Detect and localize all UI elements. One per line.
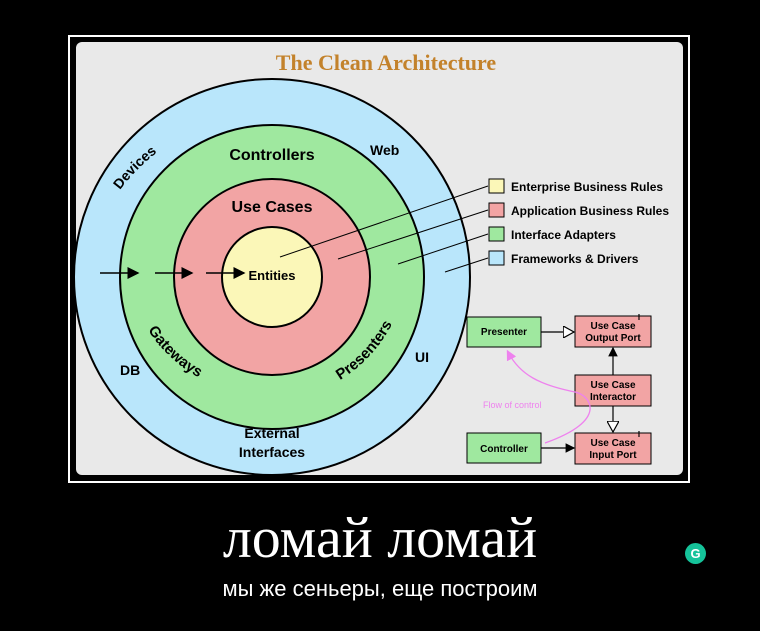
legend-label-adapters: Interface Adapters (511, 228, 616, 242)
legend: Enterprise Business Rules Application Bu… (488, 178, 669, 266)
caption-title: ломай ломай (222, 505, 538, 570)
external-interfaces-label-1: External (244, 425, 299, 441)
input-port-label-2: Input Port (589, 450, 637, 461)
controller-box (466, 432, 542, 464)
ui-label: UI (415, 349, 429, 365)
interactor-label-1: Use Case (590, 380, 635, 391)
input-port-label-1: Use Case (590, 438, 635, 449)
legend-swatch-adapters (488, 226, 505, 242)
input-port-box (574, 432, 652, 465)
legend-swatch-frameworks (488, 250, 505, 266)
presenter-box (466, 316, 542, 348)
output-port-interface-marker: I (638, 313, 640, 322)
use-cases-label: Use Cases (232, 199, 313, 216)
legend-leader-3 (397, 233, 489, 265)
external-interfaces-label-2: Interfaces (239, 444, 305, 460)
flow-of-control-arrow (506, 349, 591, 444)
legend-label-enterprise: Enterprise Business Rules (511, 180, 663, 194)
input-port-interface-marker: I (638, 430, 640, 439)
output-port-label-2: Output Port (585, 333, 641, 344)
caption-subtitle: мы же сеньеры, еще построим (222, 576, 538, 601)
controllers-label: Controllers (229, 147, 314, 164)
legend-leader-2 (337, 209, 489, 260)
db-label: DB (120, 362, 140, 378)
grammarly-icon[interactable]: G (685, 543, 706, 564)
flow-of-control-label: Flow of control (483, 400, 542, 410)
entities-label: Entities (249, 268, 296, 283)
flow-diagram: Presenter Controller Use Case Output Por… (466, 313, 652, 465)
entities-ring (221, 226, 323, 328)
output-port-label-1: Use Case (590, 321, 635, 332)
output-port-box (574, 315, 652, 348)
presenter-label: Presenter (481, 327, 527, 338)
legend-label-frameworks: Frameworks & Drivers (511, 252, 639, 266)
legend-leader-4 (444, 257, 489, 273)
legend-label-application: Application Business Rules (511, 204, 669, 218)
controller-label: Controller (480, 444, 528, 455)
legend-leader-1 (279, 185, 489, 258)
legend-swatch-enterprise (488, 178, 505, 194)
interactor-label-2: Interactor (590, 392, 636, 403)
diagram-title: The Clean Architecture (276, 50, 497, 75)
legend-swatch-application (488, 202, 505, 218)
web-label: Web (370, 142, 399, 158)
